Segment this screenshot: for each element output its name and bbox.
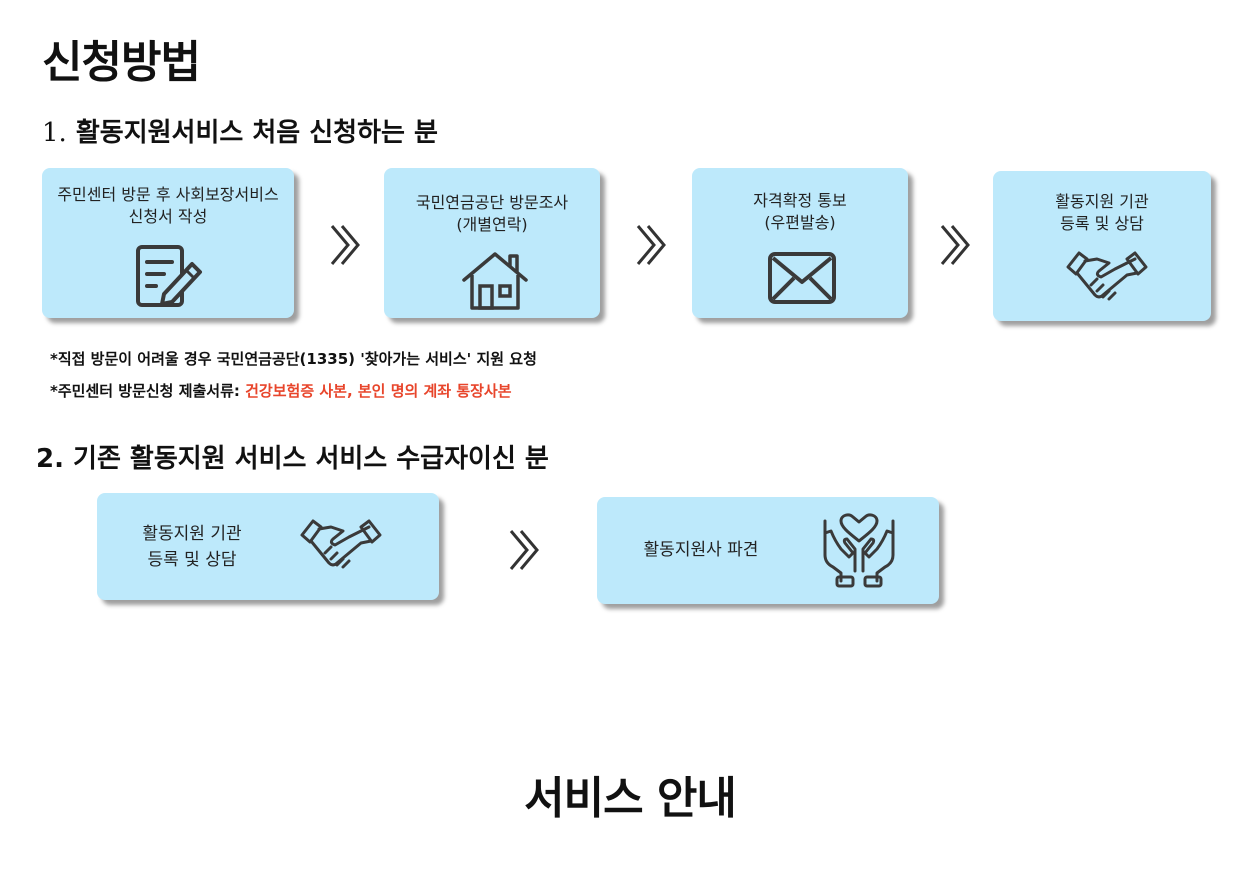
form-edit-icon	[136, 245, 202, 307]
handshake-icon	[1066, 251, 1148, 301]
page-title: 신청방법	[42, 37, 201, 88]
service-guide-title: 서비스 안내	[524, 773, 737, 824]
step-label-line2: (우편발송)	[764, 213, 836, 232]
step-label-line2: 신청서 작성	[128, 207, 208, 226]
step-label-line1: 활동지원 기관	[142, 524, 242, 544]
note-highlight: 건강보험증 사본, 본인 명의 계좌 통장사본	[245, 382, 512, 400]
section1-title: 활동지원서비스 처음 신청하는 분	[75, 118, 438, 148]
section1-heading: 1. 활동지원서비스 처음 신청하는 분	[42, 112, 438, 149]
step-label-line1: 활동지원 기관	[1055, 192, 1149, 211]
step-card-assistant-dispatch: 활동지원사 파견	[597, 497, 939, 604]
chevron-right-icon	[636, 225, 666, 265]
step-label-line1: 주민센터 방문 후 사회보장서비스	[57, 185, 279, 204]
chevron-right-icon	[330, 225, 360, 265]
house-icon	[462, 252, 528, 310]
step-card-pension-visit: 국민연금공단 방문조사 (개별연락)	[384, 168, 600, 318]
step-label-line2: (개별연락)	[456, 215, 528, 234]
step-card-agency-registration-existing: 활동지원 기관 등록 및 상담	[97, 493, 439, 600]
section2-heading: 2. 기존 활동지원 서비스 서비스 수급자이신 분	[36, 444, 549, 474]
step-card-eligibility-notice: 자격확정 통보 (우편발송)	[692, 168, 908, 318]
step-label-line1: 자격확정 통보	[753, 191, 847, 210]
chevron-right-icon	[509, 530, 539, 570]
step-label-line2: 등록 및 상담	[1060, 214, 1144, 233]
step-card-agency-registration: 활동지원 기관 등록 및 상담	[993, 171, 1211, 321]
section1-number: 1.	[42, 118, 67, 148]
envelope-icon	[768, 252, 836, 304]
caring-hands-heart-icon	[823, 513, 895, 588]
step-label-line1: 국민연금공단 방문조사	[415, 193, 569, 212]
note-label: *주민센터 방문신청 제출서류:	[50, 382, 246, 400]
handshake-icon	[300, 519, 382, 569]
note-required-documents: *주민센터 방문신청 제출서류: 건강보험증 사본, 본인 명의 계좌 통장사본	[50, 380, 512, 401]
note-home-visit: *직접 방문이 어려울 경우 국민연금공단(1335) '찾아가는 서비스' 지…	[50, 350, 537, 368]
step-label-line2: 등록 및 상담	[147, 550, 237, 570]
chevron-right-icon	[940, 225, 970, 265]
step-label-line1: 활동지원사 파견	[643, 540, 759, 560]
step-card-application-form: 주민센터 방문 후 사회보장서비스 신청서 작성	[42, 168, 294, 318]
